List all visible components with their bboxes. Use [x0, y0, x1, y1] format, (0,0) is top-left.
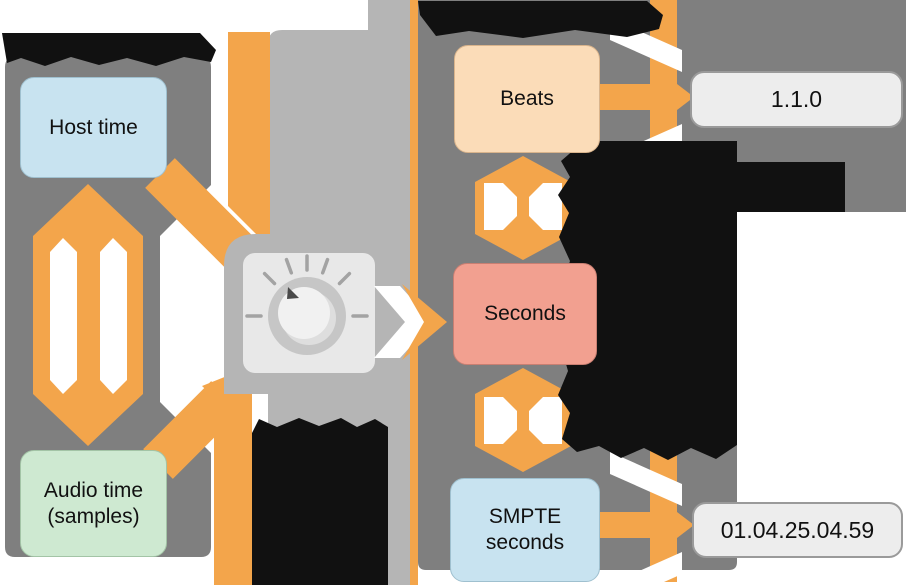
arrow-smpte-to-display-stem: [600, 512, 666, 538]
node-host-time-label: Host time: [49, 115, 138, 139]
arrow-smpte-to-display-head: [664, 502, 694, 548]
redacted-label-music-time: [418, 1, 663, 38]
beats-value-display: 1.1.0: [690, 71, 903, 128]
arrow-beats-to-display-stem: [600, 84, 666, 110]
band-gap-smpte-lower: [610, 552, 682, 585]
arrow-tempo-out-gap: [374, 286, 433, 358]
arrow-trunk-top: [228, 32, 270, 248]
beats-value-text: 1.1.0: [770, 86, 823, 112]
node-audio-time-label: Audio time (samples): [43, 478, 144, 528]
arrow-slot-right: [100, 238, 127, 394]
arrow-tempo-out-head: [402, 284, 447, 360]
convert-beats-seconds-icon: [475, 156, 571, 260]
dial-pointer-icon: [287, 287, 299, 299]
redacted-label-display: [558, 141, 845, 460]
node-smpte-seconds-label: SMPTE seconds: [485, 505, 565, 554]
node-smpte-seconds: SMPTE seconds: [450, 478, 600, 582]
smpte-value-display: 01.04.25.04.59: [692, 502, 903, 558]
tempo-dial-icon: [245, 254, 369, 355]
arrow-slot-left: [50, 238, 77, 394]
arrow-trunk-bottom: [214, 392, 252, 585]
node-audio-time: Audio time (samples): [20, 450, 167, 557]
convert-seconds-smpte-icon: [475, 368, 571, 472]
band-gap-smpte-upper: [610, 452, 682, 506]
redacted-label-hardware-time: [2, 33, 216, 66]
node-beats-label: Beats: [500, 87, 554, 111]
dial-tick-marks: [245, 254, 369, 318]
node-seconds-label: Seconds: [484, 302, 566, 326]
arrow-beats-to-display-head: [664, 74, 694, 120]
smpte-value-text: 01.04.25.04.59: [720, 516, 875, 543]
redacted-label-tempo-map: [252, 418, 388, 585]
vertical-orange-stripe-center: [410, 0, 418, 585]
node-seconds: Seconds: [453, 263, 597, 365]
node-host-time: Host time: [20, 77, 167, 178]
node-beats: Beats: [454, 45, 600, 153]
